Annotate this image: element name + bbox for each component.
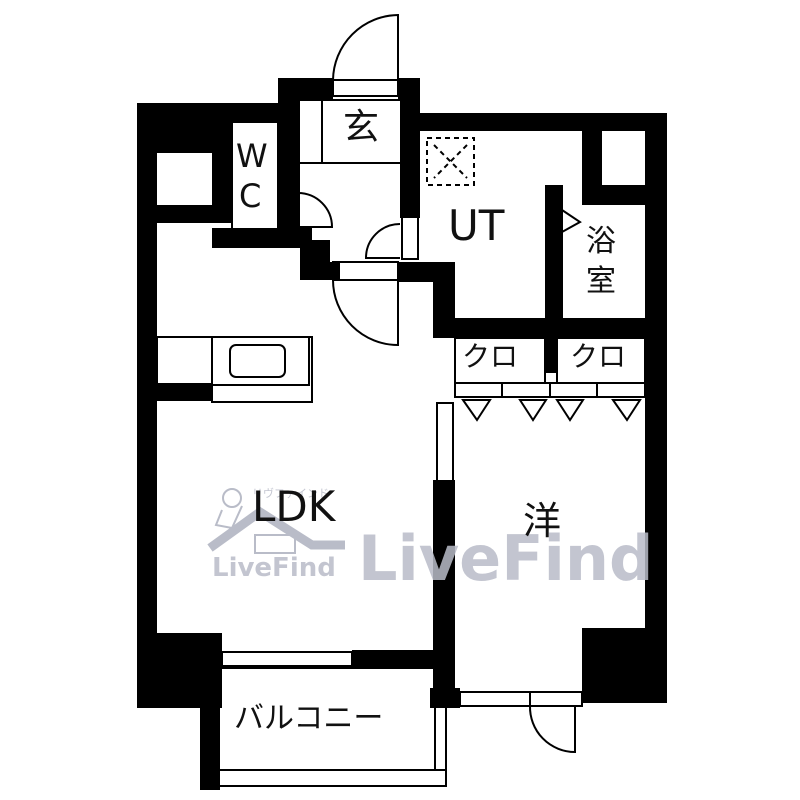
watermark-brand-large: LiveFind xyxy=(358,522,654,595)
room-label-ut: UT xyxy=(448,201,505,250)
room-label-western: 洋 xyxy=(523,499,562,543)
watermark-brand-small: LiveFind xyxy=(212,553,336,583)
room-label-balcony: バルコニー xyxy=(234,701,384,736)
room-label-wc-w: W xyxy=(236,137,268,175)
room-label-entrance: 玄 xyxy=(343,107,380,148)
walls xyxy=(137,78,667,790)
watermark-tagline: リヴファインド xyxy=(252,487,329,500)
room-label-bath-2: 室 xyxy=(586,264,616,299)
room-label-ldk: LDK xyxy=(252,482,336,531)
room-label-bath-1: 浴 xyxy=(586,224,616,259)
thin-lines xyxy=(156,13,646,787)
room-label-wc-c: C xyxy=(239,177,262,215)
watermark-logo-icon xyxy=(207,488,345,554)
room-label-closet-right: クロ xyxy=(570,340,627,373)
room-label-closet-left: クロ xyxy=(462,340,519,373)
